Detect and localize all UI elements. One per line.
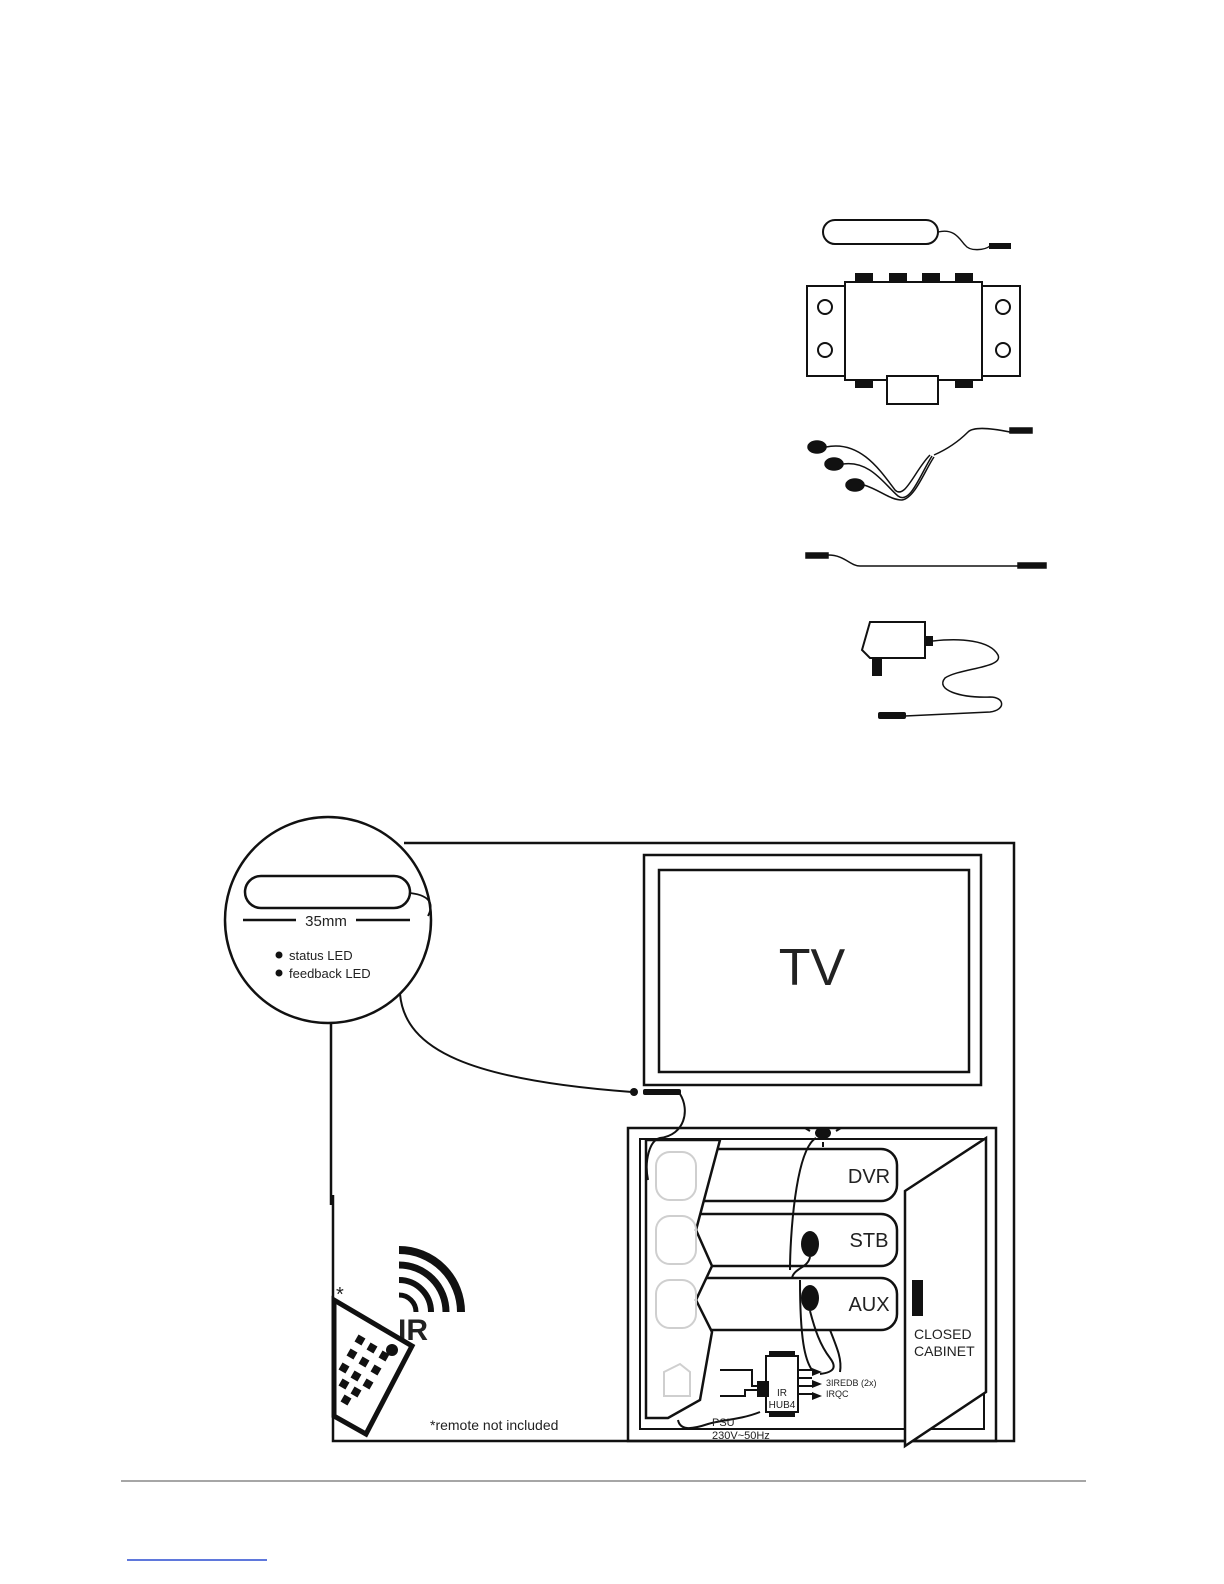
device-dvr-label: DVR	[848, 1166, 890, 1188]
connection-cable-icon	[806, 553, 1046, 568]
status-led-label: status LED	[289, 948, 353, 963]
receiver-connector-dot	[630, 1088, 638, 1096]
hub-port-arrows	[812, 1368, 822, 1400]
cabinet-door	[905, 1138, 986, 1446]
psu-label: PSU	[712, 1417, 735, 1429]
feedback-led-label: feedback LED	[289, 966, 371, 981]
receiver-plug	[643, 1089, 681, 1095]
ir-hub-icon	[807, 274, 1020, 404]
ir-emitter-cable-icon	[808, 428, 1032, 500]
device-aux-label: AUX	[848, 1294, 889, 1316]
hub-label-ir: IR	[777, 1388, 787, 1399]
hub-port1-label: 3IREDB (2x)	[826, 1378, 877, 1388]
feedback-led-bullet	[276, 970, 283, 977]
hub-label-hub4: HUB4	[769, 1400, 796, 1411]
ir-signal-icon	[399, 1250, 461, 1312]
power-adapter-icon	[862, 622, 1002, 719]
cabinet-label: CABINET	[914, 1343, 975, 1359]
inset-receiver	[245, 876, 410, 908]
inset-to-receiver-wire	[400, 994, 632, 1092]
tv-label: TV	[779, 939, 846, 997]
device-stb-label: STB	[850, 1230, 889, 1252]
remote-note: *remote not included	[430, 1417, 558, 1433]
status-led-bullet	[276, 952, 283, 959]
ir-receiver-icon	[823, 220, 1010, 250]
remote-asterisk: *	[336, 1284, 344, 1306]
closed-label: CLOSED	[914, 1326, 972, 1342]
psu-voltage: 230V~50Hz	[712, 1430, 770, 1442]
hub-port2-label: IRQC	[826, 1389, 849, 1399]
dimension-label: 35mm	[305, 913, 347, 930]
